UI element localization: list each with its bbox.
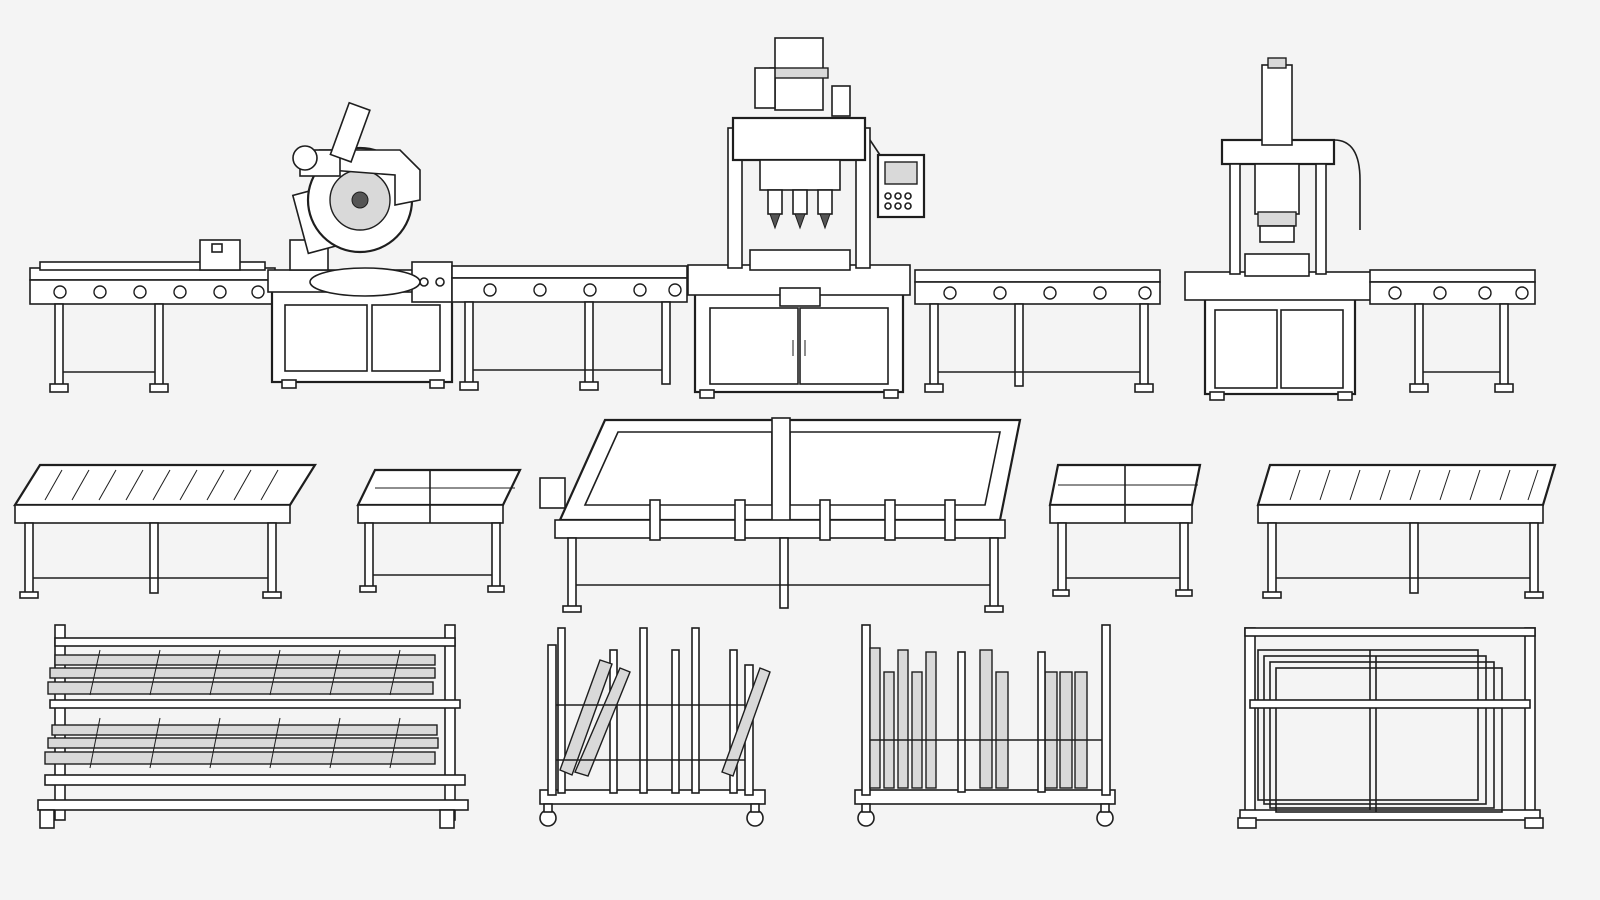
upright-profile-cart-a xyxy=(539,627,771,827)
small-transfer-cart-right xyxy=(1048,463,1202,597)
transfer-roller-conveyor-2 xyxy=(914,269,1161,393)
roller-table-right xyxy=(1256,463,1557,599)
profile-storage-rack xyxy=(37,624,469,829)
infeed-roller-conveyor xyxy=(29,239,276,393)
frame-assembly-jig xyxy=(539,417,1022,613)
outfeed-roller-conveyor xyxy=(1369,269,1536,393)
finished-frame-rack xyxy=(1237,627,1544,829)
upright-profile-cart-b xyxy=(854,624,1116,827)
transfer-roller-conveyor-1 xyxy=(451,265,688,391)
miter-saw-station xyxy=(267,101,457,389)
hydraulic-press-station xyxy=(1184,57,1376,401)
small-transfer-cart-left xyxy=(356,468,522,593)
roller-table-left xyxy=(13,463,317,599)
multi-head-drilling-machine xyxy=(687,37,926,399)
